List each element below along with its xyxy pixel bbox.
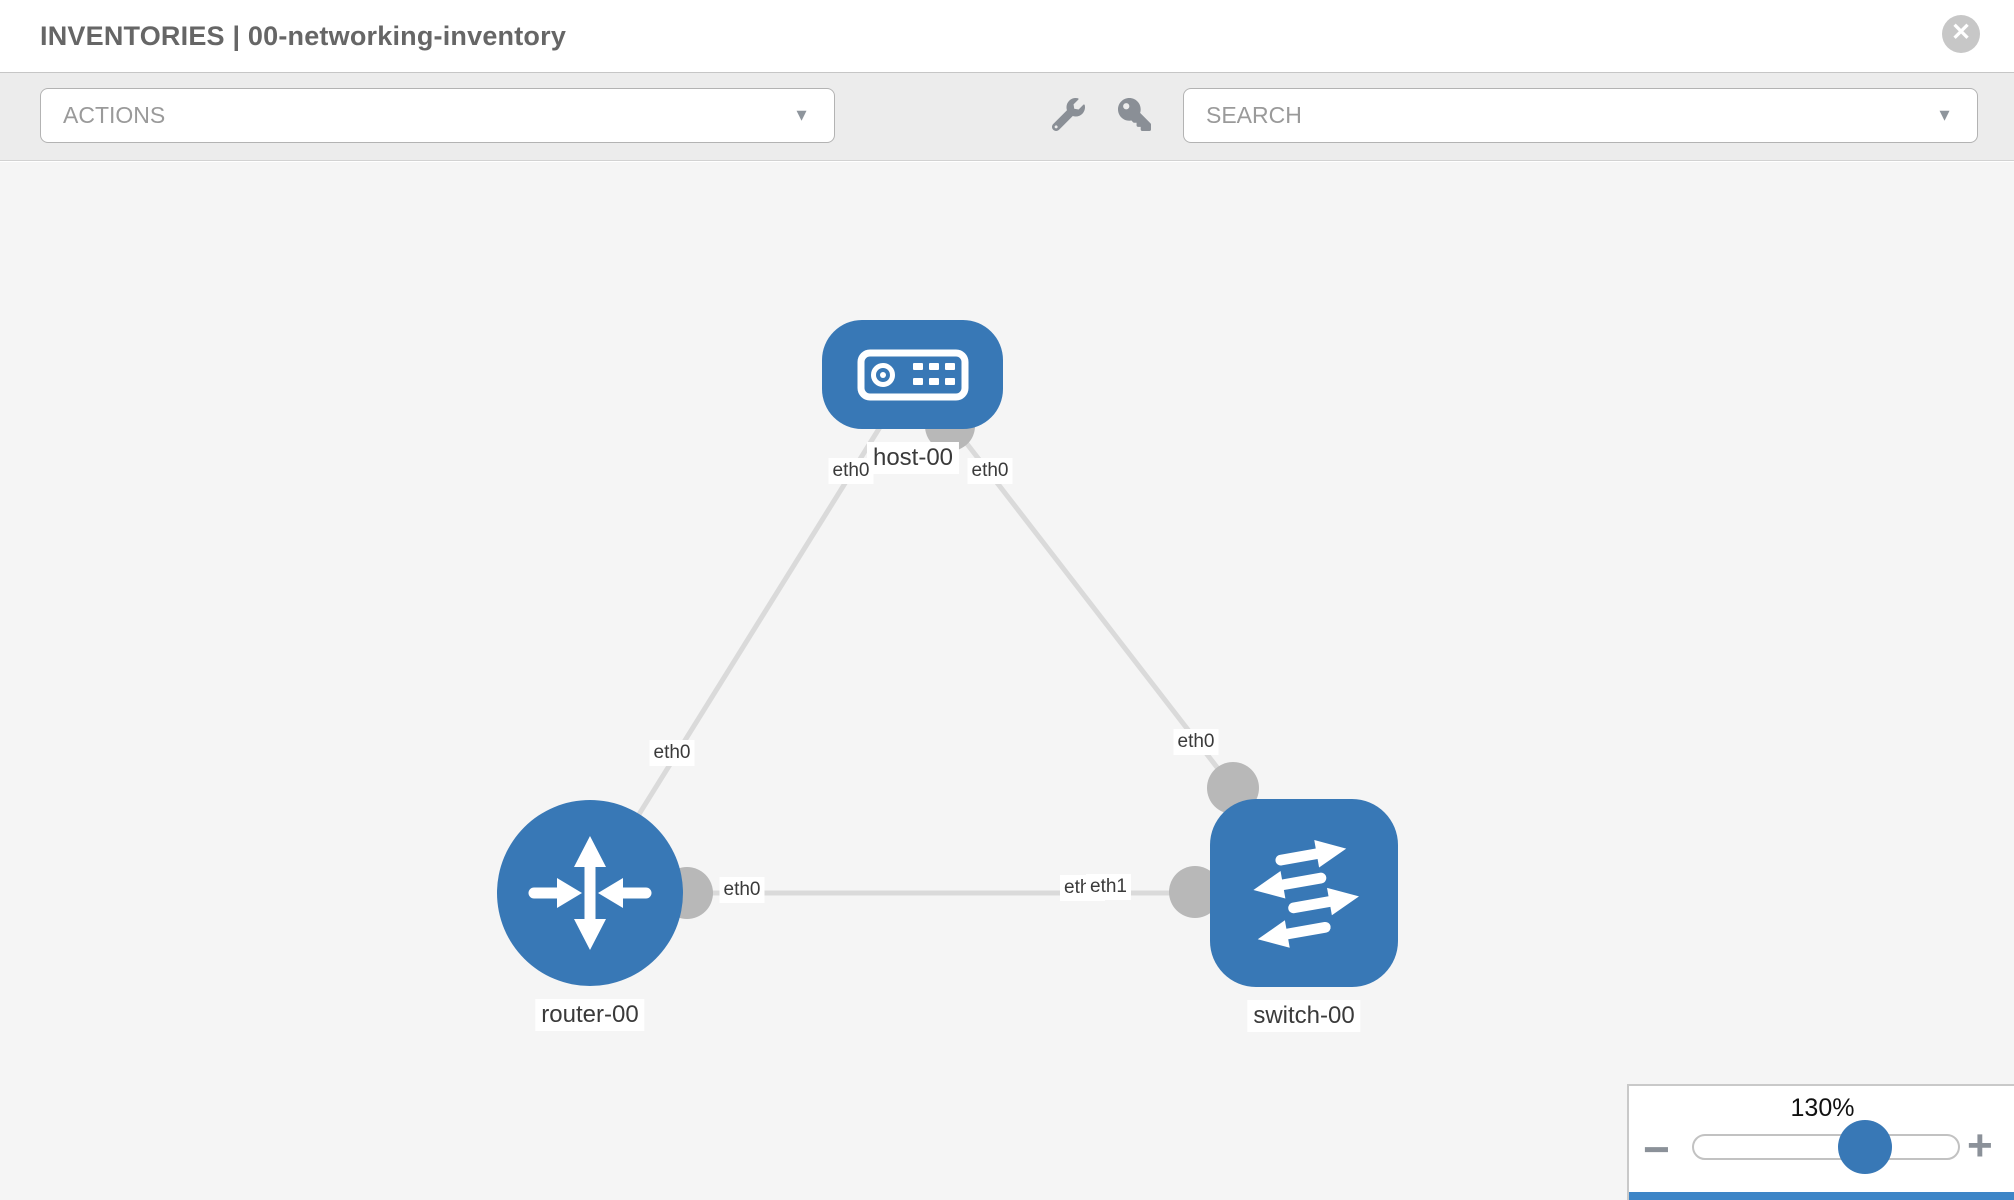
- zoom-slider-handle[interactable]: [1838, 1120, 1892, 1174]
- zoom-control-panel: 130% − +: [1627, 1084, 2014, 1200]
- actions-dropdown[interactable]: ACTIONS ▼: [40, 88, 835, 143]
- page-title: INVENTORIES | 00-networking-inventory: [40, 21, 567, 51]
- node-label-host: host-00: [866, 442, 960, 474]
- zoom-out-button[interactable]: −: [1643, 1126, 1670, 1172]
- wrench-icon: [1051, 98, 1085, 132]
- plus-icon: +: [1967, 1121, 1993, 1170]
- credentials-button[interactable]: [1116, 98, 1152, 134]
- node-router-00[interactable]: [497, 800, 683, 986]
- actions-dropdown-label: ACTIONS: [63, 102, 166, 128]
- interface-label: eth0: [828, 458, 874, 484]
- chevron-down-icon: ▼: [793, 105, 810, 125]
- interface-label: eth1: [1086, 874, 1131, 900]
- bottom-accent-strip: [1629, 1192, 2014, 1200]
- interface-label: eth0: [967, 458, 1013, 484]
- zoom-level-text: 130%: [1790, 1094, 1855, 1122]
- links-layer: [587, 372, 1304, 919]
- node-switch-00[interactable]: [1210, 799, 1398, 987]
- key-icon: [1117, 98, 1151, 131]
- node-label-switch: switch-00: [1247, 1000, 1361, 1032]
- interface-label: eth0: [719, 877, 765, 903]
- titlebar: INVENTORIES | 00-networking-inventory ✕: [0, 0, 2014, 72]
- node-host-00[interactable]: [822, 320, 1003, 429]
- switch-icon: [1253, 840, 1359, 948]
- node-label-router: router-00: [535, 999, 645, 1031]
- chevron-down-icon: ▼: [1936, 105, 1953, 125]
- close-button[interactable]: ✕: [1942, 15, 1980, 53]
- minus-icon: −: [1643, 1123, 1670, 1175]
- topology-canvas[interactable]: host-00 router-00 switch-00 eth0 eth0 et…: [0, 162, 2014, 1200]
- router-icon: [528, 836, 652, 950]
- search-dropdown-label: SEARCH: [1206, 102, 1302, 128]
- interface-label: eth0: [649, 740, 695, 766]
- search-dropdown[interactable]: SEARCH ▼: [1183, 88, 1978, 143]
- zoom-slider-track[interactable]: [1692, 1134, 1960, 1160]
- toolbar: ACTIONS ▼ SEARCH ▼: [0, 72, 2014, 161]
- endpoint-switch-left: [1169, 866, 1221, 918]
- configure-button[interactable]: [1050, 98, 1086, 134]
- zoom-in-button[interactable]: +: [1967, 1124, 1993, 1168]
- host-icon: [857, 349, 968, 400]
- interface-label: eth0: [1173, 729, 1219, 755]
- close-icon: ✕: [1950, 19, 1972, 46]
